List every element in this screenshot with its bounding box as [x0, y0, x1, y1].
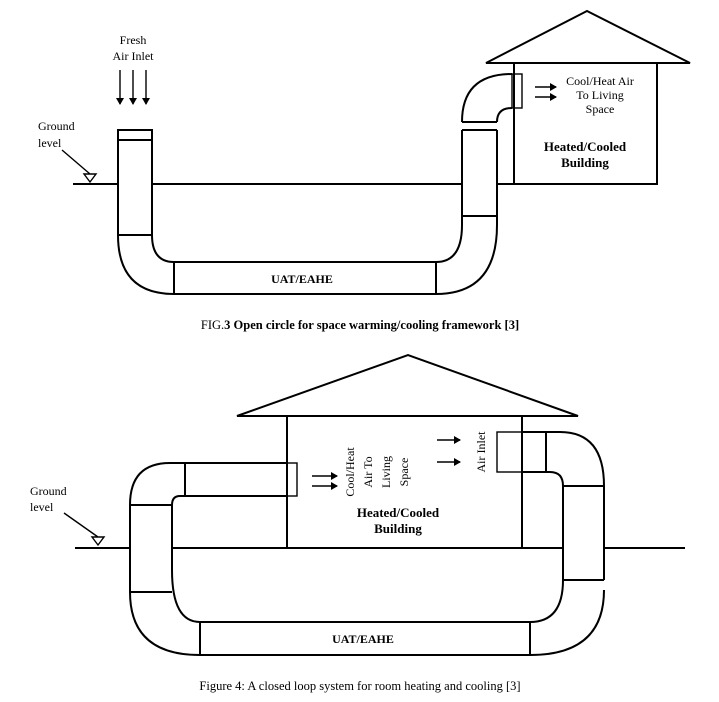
uat-eahe-pipe	[173, 261, 437, 295]
outlet-label-line3: Living	[379, 456, 393, 488]
figure-3-open-loop: Fresh Air Inlet Ground level UAT/EAHE	[38, 9, 691, 332]
building-label-line1: Heated/Cooled	[357, 505, 440, 520]
inlet-cap	[117, 129, 153, 141]
ground-level-marker-icon	[61, 149, 98, 184]
uat-eahe-label: UAT/EAHE	[271, 272, 333, 286]
building-roof	[236, 353, 579, 417]
ground-level-label-line1: Ground	[38, 119, 75, 133]
left-top-elbow-outer	[129, 462, 185, 506]
outlet-label-line4: Space	[397, 458, 411, 487]
building-body	[513, 62, 658, 185]
fresh-air-label-line1: Fresh	[120, 33, 147, 47]
fresh-air-label-line2: Air Inlet	[113, 49, 155, 63]
building-label-line2: Building	[374, 521, 422, 536]
outlet-label-line2: Air To	[361, 456, 375, 487]
fresh-air-arrows	[116, 70, 150, 105]
ground-level-label-line2: level	[38, 136, 62, 150]
outlet-label-line3: Space	[586, 102, 615, 116]
outlet-label-line1: Cool/Heat	[343, 447, 357, 497]
figure-4-caption: Figure 4: A closed loop system for room …	[199, 679, 520, 693]
uat-eahe-pipe	[199, 621, 531, 656]
ground-level-label-line1: Ground	[30, 484, 67, 498]
outlet-label-line2: To Living	[576, 88, 624, 102]
left-top-elbow-inner	[171, 495, 185, 506]
left-bottom-elbow-outer	[129, 591, 201, 656]
right-top-elbow-inner	[546, 471, 564, 487]
right-elbow-inner	[435, 224, 463, 263]
figure-3-caption: FIG.3 Open circle for space warming/cool…	[201, 318, 519, 332]
outlet-label-line1: Cool/Heat Air	[566, 74, 634, 88]
left-elbow-inner	[151, 234, 175, 263]
right-top-elbow-outer	[546, 431, 605, 487]
ground-level-marker-icon	[63, 512, 106, 547]
right-bottom-elbow-inner	[529, 579, 564, 623]
right-bottom-elbow-outer	[529, 589, 605, 656]
building-label-line1: Heated/Cooled	[544, 139, 627, 154]
left-bottom-elbow-inner	[171, 569, 201, 623]
figure-4-closed-loop: Ground level UAT/EAHE	[30, 353, 685, 693]
building-roof	[485, 9, 691, 64]
outlet-vent	[511, 73, 523, 109]
air-inlet-label: Air Inlet	[474, 431, 488, 473]
building-label-line2: Building	[561, 155, 609, 170]
top-elbow-inner	[496, 107, 513, 123]
ground-level-label-line2: level	[30, 500, 54, 514]
uat-eahe-label: UAT/EAHE	[332, 632, 394, 646]
top-elbow-outer	[461, 73, 513, 123]
outlet-label-rotated: Cool/Heat Air To Living Space	[343, 447, 411, 497]
right-elbow-outer	[435, 224, 498, 295]
outlet-vent	[286, 462, 298, 497]
left-elbow-outer	[117, 234, 175, 295]
air-inlet-vent	[496, 431, 523, 473]
